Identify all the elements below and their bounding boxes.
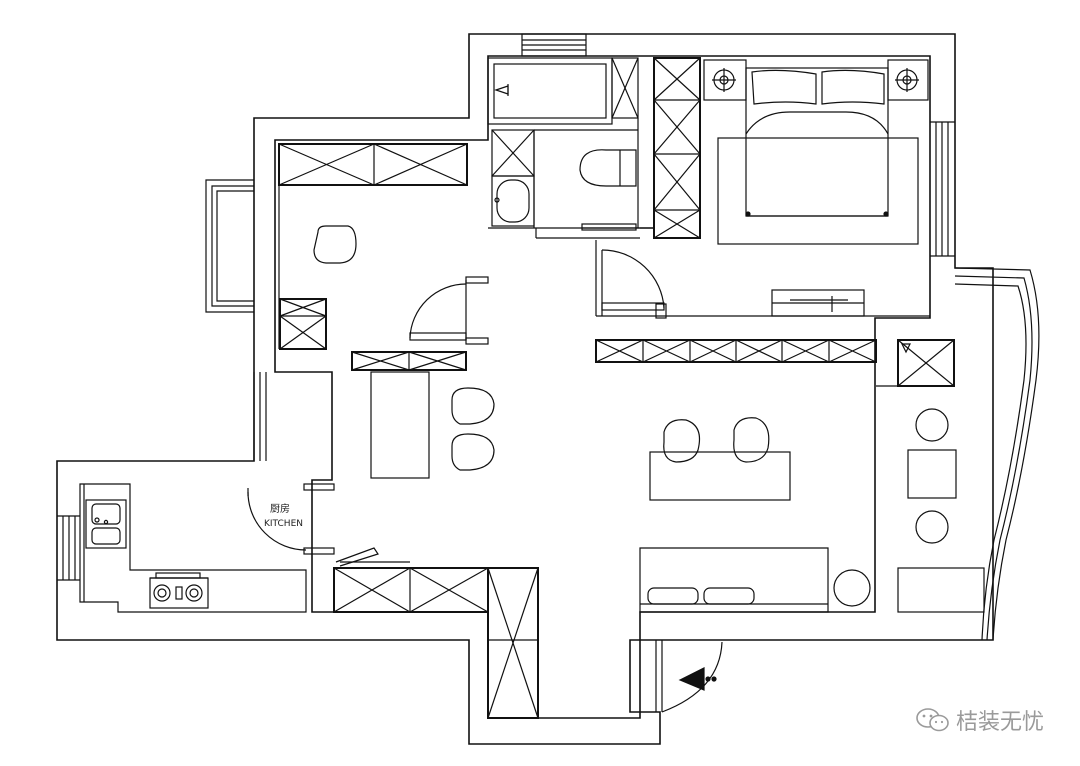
entry-cabinets	[333, 547, 539, 719]
bedroom	[595, 57, 955, 319]
study-room	[205, 143, 489, 371]
watermark-text: 桔装无忧	[955, 710, 1044, 735]
watermark: 桔装无忧	[916, 704, 1044, 736]
wechat-icon	[916, 708, 949, 732]
kitchen-label-cn: 厨房	[270, 502, 290, 515]
living-area	[639, 267, 1040, 641]
top-vent	[521, 33, 587, 57]
kitchen: 厨房 KITCHEN	[57, 372, 335, 613]
entrance-door	[655, 640, 723, 713]
dining-area	[370, 371, 495, 479]
storage-cabinet	[595, 339, 955, 387]
kitchen-label-en: KITCHEN	[264, 519, 303, 529]
bathroom	[487, 57, 654, 239]
